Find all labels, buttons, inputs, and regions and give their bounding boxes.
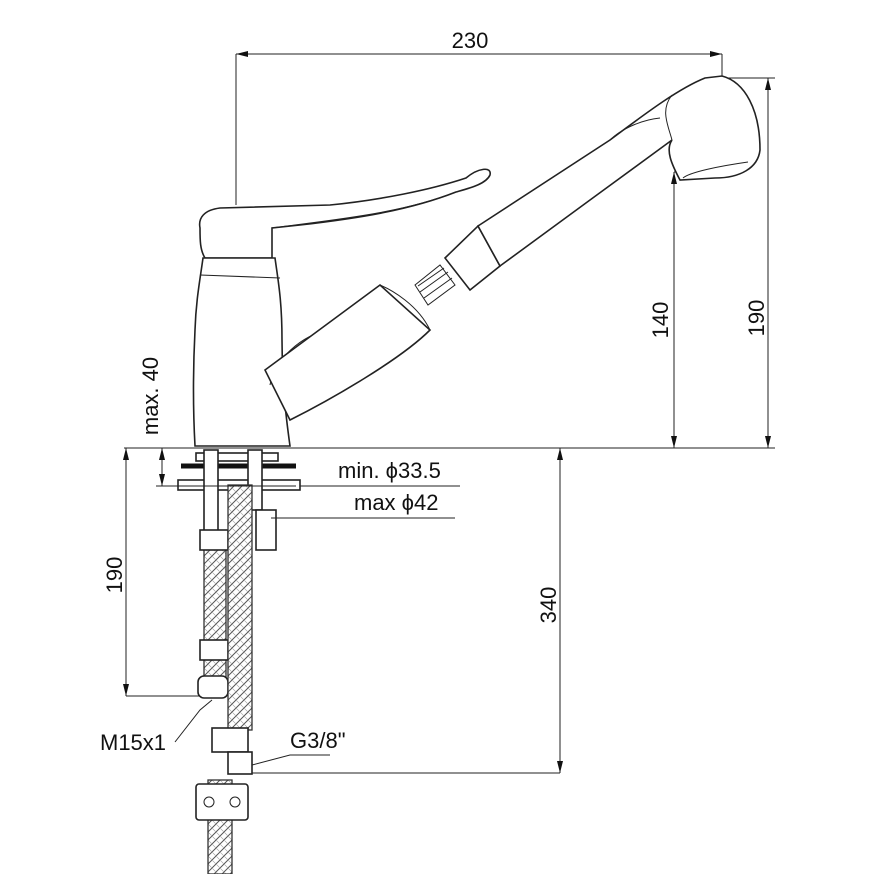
outlet-thread-label: G3/8" [290,728,346,753]
faucet-body [192,75,761,447]
callout-inlet-thread: M15x1 [100,699,213,755]
dimension-deck-thickness-label: max. 40 [138,357,163,435]
dimension-width-label: 230 [452,28,489,53]
dimension-height-spout-label: 140 [648,302,673,339]
dimension-height-overall-label: 190 [744,300,769,337]
hole-min-label: min. ϕ33.5 [338,458,441,483]
inlet-thread-label: M15x1 [100,730,166,755]
dimension-height-overall: 190 [722,77,775,448]
hole-max-label: max ϕ42 [354,490,438,515]
dimension-hose-long: 340 [252,448,563,774]
flex-hoses [195,484,253,874]
dimension-hose-short: 190 [102,448,200,697]
dimension-hose-short-label: 190 [102,557,127,594]
dimension-width: 230 [235,28,723,205]
callout-outlet-thread: G3/8" [251,728,346,766]
hose-right [227,484,253,731]
dimension-deck-thickness: max. 40 [138,357,296,487]
dimension-height-spout: 140 [648,171,700,448]
dimension-hose-long-label: 340 [536,587,561,624]
